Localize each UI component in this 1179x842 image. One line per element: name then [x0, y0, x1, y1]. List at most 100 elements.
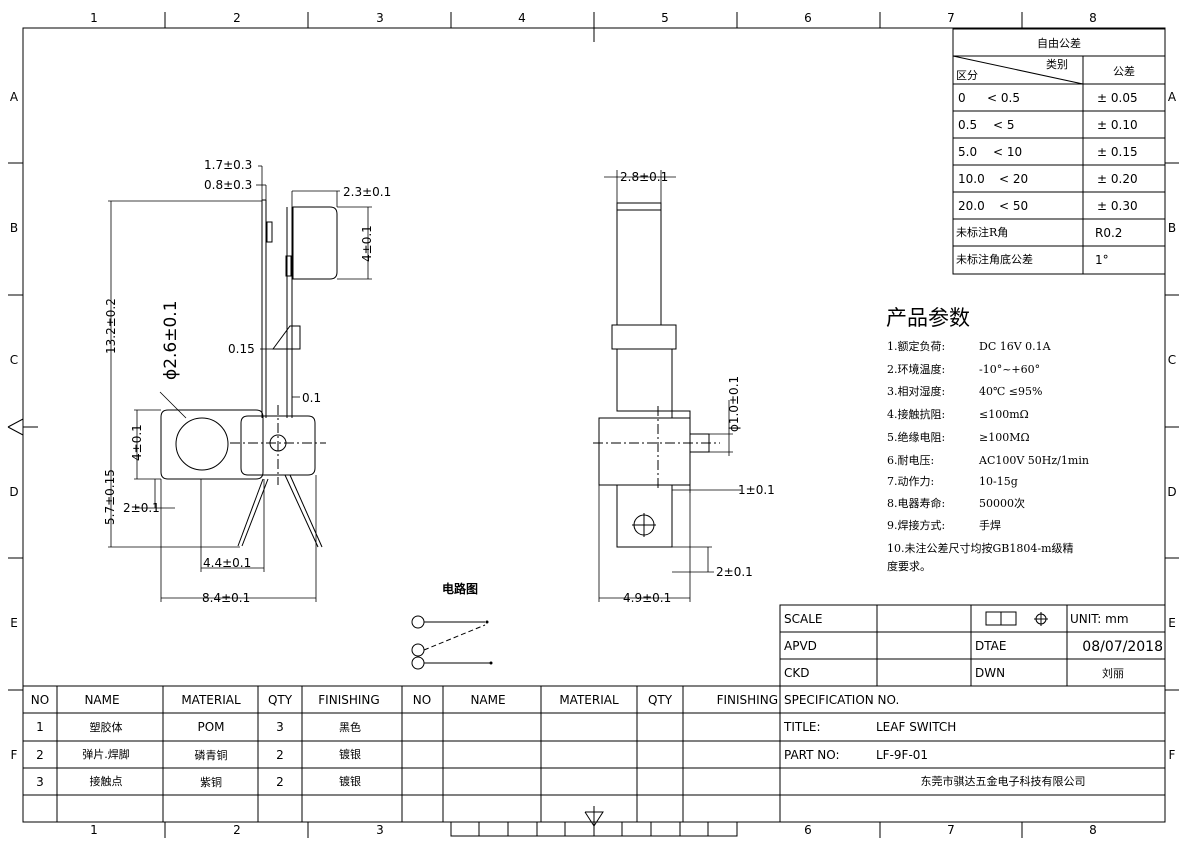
- bom-finishing: 镀银: [339, 747, 361, 761]
- bom-finishing: 镀银: [339, 774, 361, 788]
- bom-qty: 2: [276, 775, 284, 789]
- row-label: E: [1168, 616, 1176, 630]
- bom-no: 1: [36, 720, 44, 734]
- col-label: 3: [376, 11, 384, 25]
- params-title: 产品参数: [886, 306, 970, 330]
- dim-label: 2±0.1: [123, 501, 160, 515]
- tolerance-header-range: 区分: [956, 69, 978, 82]
- param-key: 1.额定负荷:: [887, 339, 945, 353]
- angle-value: 1°: [1095, 253, 1109, 267]
- r-label: 未标注R角: [956, 225, 1008, 239]
- tolerance-hi: < 50: [999, 199, 1028, 213]
- row-label: C: [1168, 353, 1176, 367]
- dim-label: 2.8±0.1: [620, 170, 668, 184]
- param-value: DC 16V 0.1A: [979, 340, 1052, 353]
- param-note: 10.未注公差尺寸均按GB1804-m级精: [887, 541, 1074, 555]
- r-value: R0.2: [1095, 226, 1122, 240]
- param-note: 度要求。: [887, 559, 931, 573]
- tolerance-title: 自由公差: [1037, 36, 1081, 50]
- row-label: A: [10, 90, 19, 104]
- param-value: 10-15g: [979, 475, 1018, 488]
- param-value: 50000次: [979, 496, 1025, 510]
- param-key: 3.相对湿度:: [887, 384, 945, 398]
- sheet-frame: [7, 12, 1179, 838]
- tolerance-header-category: 类别: [1046, 57, 1068, 71]
- dim-label: 8.4±0.1: [202, 591, 250, 605]
- param-key: 2.环境温度:: [887, 362, 945, 376]
- col-label: 1: [90, 11, 98, 25]
- param-key: 7.动作力:: [887, 475, 934, 488]
- row-label: F: [1169, 748, 1176, 762]
- company-name: 东莞市骐达五金电子科技有限公司: [921, 774, 1086, 788]
- spec-label: SPECIFICATION NO.: [784, 693, 899, 707]
- tolerance-hi: < 5: [993, 118, 1015, 132]
- dim-label: 13.2±0.2: [104, 298, 118, 354]
- col-label: 4: [518, 11, 526, 25]
- col-label: 3: [376, 823, 384, 837]
- col-label: 7: [947, 11, 955, 25]
- bom-name: 弹片.焊脚: [82, 747, 130, 761]
- ckd-label: CKD: [784, 666, 810, 680]
- dim-label: 0.1: [302, 391, 321, 405]
- bom-header: NAME: [84, 693, 119, 707]
- bom-header: MATERIAL: [559, 693, 619, 707]
- dim-label: 2.3±0.1: [343, 185, 391, 199]
- param-value: ≤100mΩ: [979, 408, 1029, 421]
- product-params: 产品参数 1.额定负荷: DC 16V 0.1A 2.环境温度: -10°~+6…: [886, 306, 1089, 573]
- bom-qty: 3: [276, 720, 284, 734]
- param-key: 6.耐电压:: [887, 454, 934, 467]
- dim-label: 0.15: [228, 342, 255, 356]
- bom-no: 2: [36, 748, 44, 762]
- col-label: 8: [1089, 823, 1097, 837]
- left-view: 1.7±0.3 0.8±0.3 2.3±0.1 4±0.1 13.2±0.2 0…: [103, 158, 391, 605]
- part-value: LF-9F-01: [876, 748, 928, 762]
- bom-header: FINISHING: [717, 693, 778, 707]
- bom-name: 接触点: [90, 774, 123, 788]
- row-label: F: [11, 748, 18, 762]
- tolerance-header-tol: 公差: [1113, 64, 1135, 78]
- tolerance-value: ± 0.05: [1097, 91, 1138, 105]
- dim-label: 4.9±0.1: [623, 591, 671, 605]
- bom-table: NO NAME MATERIAL QTY FINISHING NO NAME M…: [23, 685, 780, 822]
- tolerance-hi: < 0.5: [987, 91, 1020, 105]
- tolerance-hi: < 20: [999, 172, 1028, 186]
- col-label: 2: [233, 823, 241, 837]
- bom-header: MATERIAL: [181, 693, 241, 707]
- tolerance-value: ± 0.30: [1097, 199, 1138, 213]
- dim-label: 1±0.1: [738, 483, 775, 497]
- param-key: 4.接触抗阻:: [887, 407, 945, 421]
- row-label: B: [10, 221, 18, 235]
- bom-name: 塑胶体: [90, 720, 123, 734]
- bom-header: QTY: [648, 693, 673, 707]
- title-label: TITLE:: [783, 720, 821, 734]
- tolerance-value: ± 0.20: [1097, 172, 1138, 186]
- bom-finishing: 黑色: [339, 720, 361, 734]
- dim-label: 2±0.1: [716, 565, 753, 579]
- row-label: D: [1167, 485, 1176, 499]
- right-view: 2.8±0.1 ϕ1.0±0.1 1±0.1 2±0.1 4.9±0.1: [593, 170, 775, 605]
- circuit-diagram: 电路图: [411, 581, 493, 670]
- tolerance-lo: 0.5: [958, 118, 977, 132]
- row-label: B: [1168, 221, 1176, 235]
- date-value: 08/07/2018: [1082, 639, 1163, 655]
- col-label: 8: [1089, 11, 1097, 25]
- row-label: E: [10, 616, 18, 630]
- circuit-label: 电路图: [442, 581, 478, 596]
- bom-header: NO: [413, 693, 431, 707]
- tolerance-lo: 20.0: [958, 199, 985, 213]
- param-value: -10°~+60°: [979, 363, 1040, 376]
- param-value: AC100V 50Hz/1min: [978, 454, 1089, 467]
- bom-header: NO: [31, 693, 49, 707]
- tolerance-hi: < 10: [993, 145, 1022, 159]
- dim-label: 4±0.1: [130, 424, 144, 461]
- tolerance-lo: 0: [958, 91, 966, 105]
- dim-label: 0.8±0.3: [204, 178, 252, 192]
- dim-label: 4.4±0.1: [203, 556, 251, 570]
- dim-label: 4±0.1: [360, 225, 374, 262]
- col-label: 6: [804, 823, 812, 837]
- tolerance-lo: 5.0: [958, 145, 977, 159]
- param-key: 5.绝缘电阻:: [887, 430, 945, 444]
- param-key: 9.焊接方式:: [887, 518, 945, 532]
- bom-material: POM: [197, 720, 224, 734]
